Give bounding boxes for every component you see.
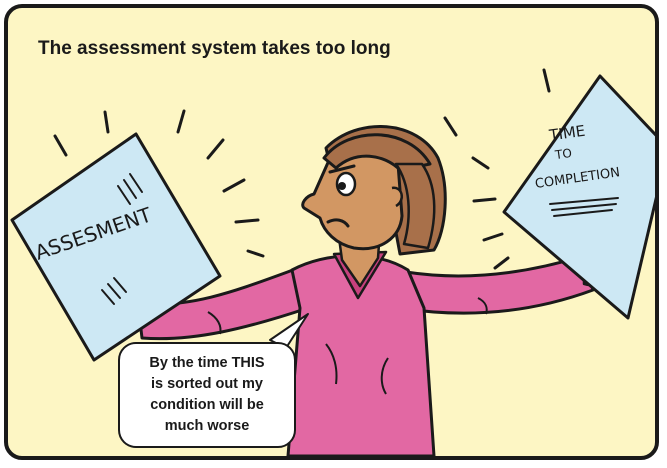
cartoon-illustration: ASSESMENT TIME TO COMPLETION	[10, 68, 655, 456]
speech-line-4: much worse	[164, 418, 250, 434]
motion-lines	[53, 68, 551, 270]
speech-line-3: condition will be	[150, 397, 264, 413]
completion-label-line-1: TIME	[547, 122, 586, 145]
completion-document-icon: TIME TO COMPLETION	[502, 74, 655, 320]
speech-bubble: By the time THIS is sorted out my condit…	[118, 342, 296, 448]
speech-line-1: By the time THIS	[149, 355, 265, 371]
cartoon-title: The assessment system takes too long	[38, 38, 391, 59]
assessment-document-icon: ASSESMENT	[10, 132, 222, 362]
completion-label-line-2: TO	[553, 146, 573, 162]
speech-line-2: is sorted out my	[151, 376, 263, 392]
comic-panel: ASSESMENT TIME TO COMPLETION The assessm…	[4, 4, 659, 460]
woman-figure	[126, 125, 614, 456]
speech-bubble-text: By the time THIS is sorted out my condit…	[149, 353, 264, 437]
